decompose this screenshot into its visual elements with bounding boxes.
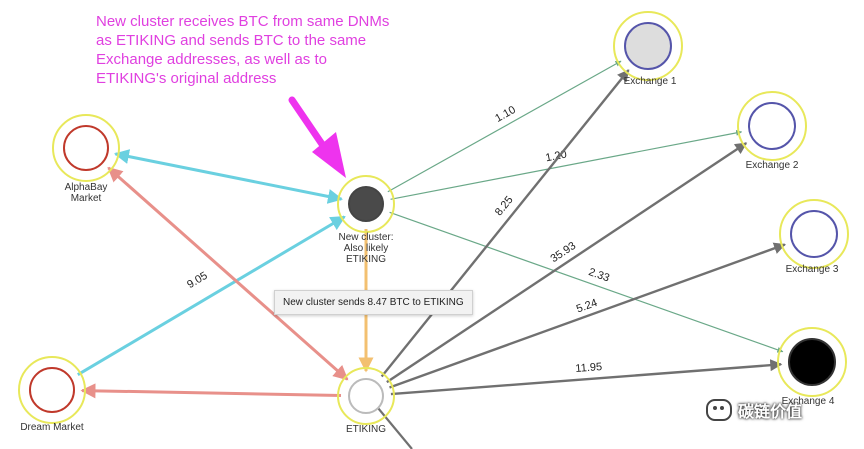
edge-label: 2.33 — [587, 266, 611, 284]
node-halo — [337, 367, 395, 425]
node-dream: Dream Market — [18, 356, 86, 433]
node-label: Exchange 4 — [782, 396, 835, 407]
edge-newcluster-ex4 — [389, 211, 784, 353]
node-label: Also likely — [344, 243, 388, 254]
edge-etiking-dream — [80, 383, 342, 399]
edge-label: 11.95 — [575, 361, 603, 375]
edge-etiking-ex3 — [389, 242, 786, 389]
node-ex3: Exchange 3 — [779, 199, 849, 275]
node-label: Exchange 2 — [746, 160, 799, 171]
node-halo — [777, 327, 847, 397]
node-halo — [337, 175, 395, 233]
node-halo — [779, 199, 849, 269]
node-circle — [63, 125, 109, 171]
edge-etiking-ex2 — [386, 142, 748, 384]
node-halo — [737, 91, 807, 161]
edge-label: 1.10 — [493, 104, 518, 125]
edge-etiking-ex1 — [380, 69, 630, 378]
edge-offscreen — [377, 407, 413, 449]
node-label: ETIKING — [346, 254, 386, 265]
node-halo — [613, 11, 683, 81]
edge-newcluster-ex1 — [387, 60, 622, 193]
edge-etiking-ex4 — [390, 359, 783, 396]
pointer-arrow — [288, 96, 346, 178]
node-circle — [624, 22, 672, 70]
node-circle — [29, 367, 75, 413]
node-circle — [348, 186, 384, 222]
edge-newcluster-ex2 — [390, 129, 743, 200]
watermark: 碳链价值 — [706, 398, 802, 422]
edge-tooltip: New cluster sends 8.47 BTC to ETIKING — [274, 290, 473, 315]
node-etiking: ETIKING — [337, 367, 395, 435]
wechat-icon — [706, 399, 732, 421]
edge-newcluster-alphabay — [113, 149, 343, 204]
node-circle — [788, 338, 836, 386]
node-label: Exchange 1 — [624, 76, 677, 87]
node-ex1: Exchange 1 — [613, 11, 683, 87]
node-label: AlphaBay — [65, 182, 108, 193]
edge-label: 35.93 — [549, 240, 579, 265]
watermark-text: 碳链价值 — [738, 402, 803, 421]
node-circle — [348, 378, 384, 414]
node-ex2: Exchange 2 — [737, 91, 807, 171]
edge-label: 9.05 — [185, 270, 210, 291]
node-ex4: Exchange 4 — [777, 327, 847, 407]
node-label: New cluster: — [338, 232, 393, 243]
node-label: Dream Market — [20, 422, 84, 433]
edge-alphabay-etiking — [107, 166, 349, 381]
node-label: Market — [71, 193, 102, 204]
node-label: ETIKING — [346, 424, 386, 435]
node-halo — [18, 356, 86, 424]
annotation-text: New cluster receives BTC from same DNMs … — [96, 13, 390, 87]
node-circle — [748, 102, 796, 150]
node-label: Exchange 3 — [786, 264, 839, 275]
node-circle — [790, 210, 838, 258]
node-halo — [52, 114, 120, 182]
